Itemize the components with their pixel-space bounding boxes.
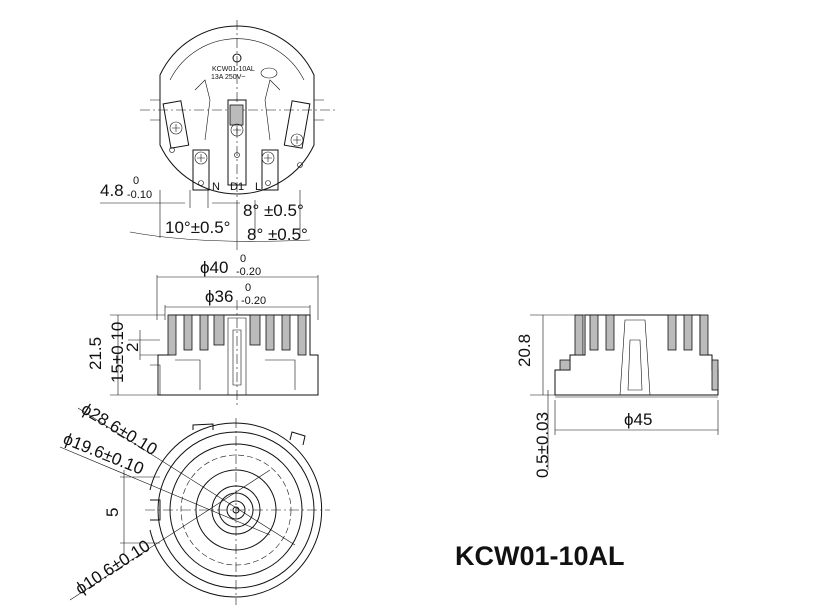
- dim-outer-dia-lower: -0.20: [236, 266, 261, 278]
- terminal-label-l: L: [255, 181, 261, 193]
- terminals: [162, 79, 311, 191]
- terminal-label-d1: D1: [230, 181, 244, 193]
- logo-mark-icon: [232, 53, 242, 63]
- dim-width-value: 4.8: [100, 181, 124, 200]
- dim-inner-dia-lower: -0.20: [241, 295, 266, 307]
- bottom-view: ϕ28.6±0.10 ϕ19.6±0.10 ϕ10.6±0.10 5: [59, 399, 330, 605]
- terminal-label-n: N: [212, 181, 220, 193]
- dim-body-height: 15±0.10: [108, 322, 127, 383]
- dim-total-height: 21.5: [86, 337, 105, 370]
- dim-right-thickness: 0.5±0.03: [533, 412, 552, 478]
- dim-angle-1: 10°±0.5°: [165, 218, 230, 237]
- dim-width-lower: -0.10: [127, 189, 152, 201]
- dim-outer-dia-value: ϕ40: [200, 258, 228, 277]
- dim-offset: 5: [103, 508, 122, 517]
- right-view: 20.8 ϕ45 0.5±0.03: [515, 314, 719, 478]
- top-view: KCW01-10AL 13A 250V~ N D1 L: [100, 20, 335, 250]
- dim-step-height: 2: [123, 343, 142, 352]
- dim-inner-dia-value: ϕ36: [205, 287, 233, 306]
- dim-right-height: 20.8: [515, 334, 534, 367]
- side-view: ϕ40 0 -0.20 ϕ36 0 -0.20 21.5 15±0.10 2: [86, 253, 319, 405]
- marking-model: KCW01-10AL: [212, 66, 255, 73]
- marking-rating: 13A 250V~: [211, 74, 245, 81]
- dim-dia-10-6: ϕ10.6±0.10: [72, 536, 154, 598]
- dim-width-upper: 0: [133, 175, 139, 187]
- dim-right-diameter: ϕ45: [624, 410, 652, 429]
- certification-mark-icon: [260, 67, 278, 79]
- dim-angle-3: 8° ±0.5°: [247, 225, 308, 244]
- model-title: KCW01-10AL: [455, 541, 625, 571]
- dim-inner-dia-upper: 0: [245, 282, 251, 294]
- dim-angle-2: 8° ±0.5°: [243, 201, 304, 220]
- dim-outer-dia-upper: 0: [240, 253, 246, 265]
